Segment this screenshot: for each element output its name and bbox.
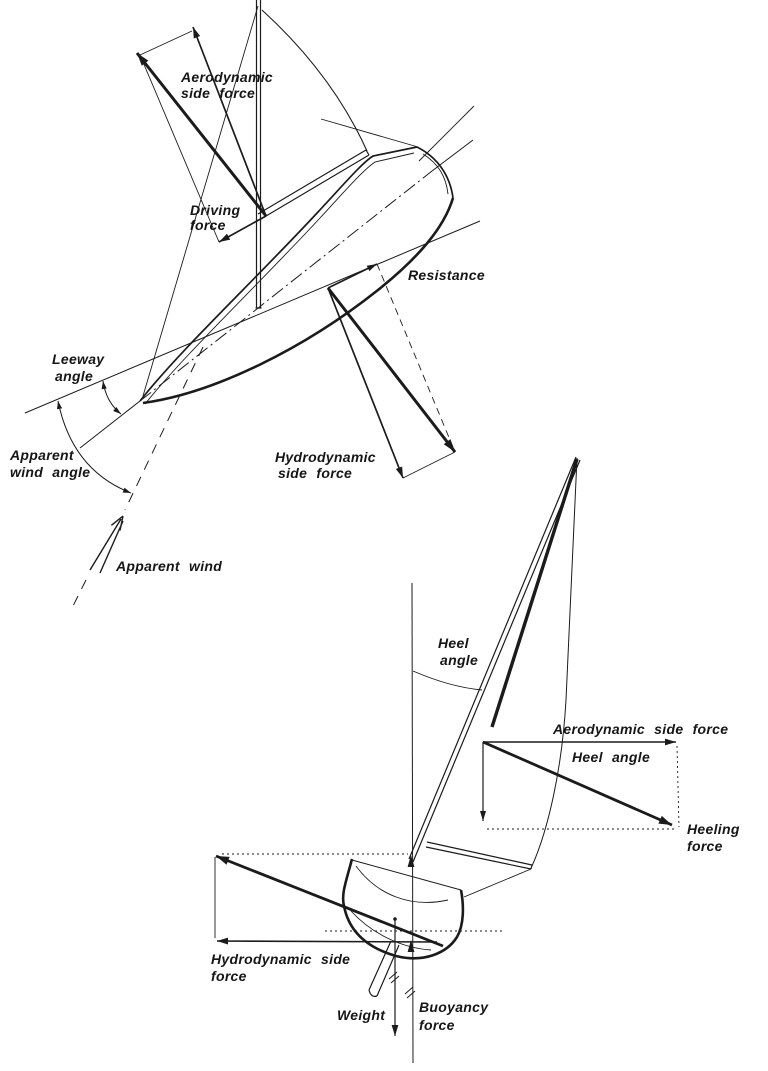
arrowhead xyxy=(395,466,403,478)
leeway-angle-arc xyxy=(102,380,122,415)
hydro-side-force-arrow-side-view xyxy=(216,940,438,943)
hull-centerline xyxy=(139,170,433,402)
mast-side-view xyxy=(408,456,581,863)
label-aerodynamic-side-force-1: Aerodynamic xyxy=(180,69,273,85)
arrowhead xyxy=(193,27,201,39)
top-view-diagram: Aerodynamic side force Driving force Res… xyxy=(9,0,485,607)
label-heeling-force-2: force xyxy=(687,838,723,854)
label-apparent-wind-angle-1: Apparent xyxy=(9,447,75,463)
rigging-line-stern xyxy=(320,118,419,148)
heel-angle-arc xyxy=(412,670,483,691)
arrowhead xyxy=(443,439,455,452)
label-buoyancy-force-2: force xyxy=(419,1017,455,1033)
hull-windward-inner-line xyxy=(144,152,415,405)
centerline-extension-stern xyxy=(431,139,474,172)
arrowhead xyxy=(113,407,121,414)
mast-top-view xyxy=(255,0,262,309)
label-buoyancy-force-1: Buoyancy xyxy=(419,999,489,1015)
arrowhead xyxy=(219,233,231,242)
deck-line xyxy=(351,859,462,891)
stern-rigging-line xyxy=(418,105,475,162)
sail-dark-band xyxy=(490,458,579,728)
mainsail-leech-side-view xyxy=(531,457,578,867)
buoyancy-arrowhead-upper xyxy=(407,855,415,867)
hull-windward-edge xyxy=(139,146,418,402)
apparent-wind-angle-arc xyxy=(57,400,132,494)
aerodynamic-side-force-arrow xyxy=(192,26,267,217)
label-leeway-angle-2: angle xyxy=(55,368,93,384)
hydro-parallelogram-side-dashed xyxy=(376,263,456,453)
hydro-parallelogram-side-bottom xyxy=(402,451,456,479)
aero-rectangle-right-dotted xyxy=(676,745,680,828)
label-weight: Weight xyxy=(337,1007,386,1023)
forestay xyxy=(142,5,259,397)
apparent-wind-line-upper xyxy=(124,346,204,511)
vertical-reference-line xyxy=(411,582,414,1064)
mainsheet xyxy=(463,868,532,898)
transom-outer xyxy=(416,146,454,199)
label-heel-angle-vector: Heel angle xyxy=(572,749,650,765)
arrowhead xyxy=(665,738,676,746)
arrowhead xyxy=(366,264,377,272)
arrowhead xyxy=(137,53,149,66)
hull-leeward-edge xyxy=(142,197,455,405)
label-heeling-force-1: Heeling xyxy=(687,821,740,837)
arrowhead xyxy=(122,487,131,493)
arrowhead xyxy=(57,401,63,410)
arrowhead xyxy=(217,937,229,945)
weight-line-break-mark xyxy=(388,971,400,984)
label-hydro-side-force-1: Hydrodynamic side xyxy=(211,951,350,967)
arrowhead xyxy=(391,1025,399,1036)
buoyancy-line-break-mark xyxy=(404,986,416,999)
heeling-force-arrow xyxy=(482,740,673,827)
apparent-wind-line-lower xyxy=(72,579,87,607)
arrowhead xyxy=(101,381,107,390)
arrowhead xyxy=(216,856,230,865)
label-leeway-angle-1: Leeway xyxy=(52,351,105,367)
course-line xyxy=(24,220,481,414)
arrowhead xyxy=(480,811,486,821)
arrowhead xyxy=(658,815,672,825)
aero-parallelogram-side-left xyxy=(139,54,220,243)
centerline-extension-bow xyxy=(79,400,141,449)
total-hydro-force-arrow-side-view xyxy=(215,854,444,948)
hull-inner-gunwale xyxy=(355,865,449,903)
label-hydro-side-force-2: force xyxy=(211,968,247,984)
buoyancy-arrowhead-lower xyxy=(407,940,415,952)
apparent-wind-arrow xyxy=(89,515,124,574)
side-view-diagram: Heel angle Aerodynamic side force Heel a… xyxy=(211,456,740,1064)
label-heel-angle-mast-1: Heel xyxy=(438,635,470,651)
hydrodynamic-side-force-arrow xyxy=(327,287,404,479)
boom-side-view xyxy=(425,841,533,870)
hull-cross-section xyxy=(341,858,465,960)
label-hydrodynamic-side-force-2: side force xyxy=(278,465,352,481)
label-resistance: Resistance xyxy=(408,267,485,283)
label-apparent-wind-angle-2: wind angle xyxy=(10,464,90,480)
label-aero-side-force-side-view: Aerodynamic side force xyxy=(552,721,728,737)
total-hydrodynamic-force-arrow xyxy=(326,287,457,453)
total-aerodynamic-force-arrow xyxy=(135,52,268,217)
hull-inner-bottom xyxy=(350,910,432,951)
mainsail-leech-top-view xyxy=(261,9,368,152)
transom-inner xyxy=(422,153,449,195)
label-driving-force-2: force xyxy=(190,217,226,233)
label-hydrodynamic-side-force-1: Hydrodynamic xyxy=(275,449,376,465)
label-driving-force-1: Driving xyxy=(190,202,240,218)
aero-parallelogram-side-top xyxy=(139,30,193,56)
label-aerodynamic-side-force-2: side force xyxy=(181,85,255,101)
label-apparent-wind: Apparent wind xyxy=(115,558,222,574)
boom-top-view xyxy=(257,149,370,220)
label-heel-angle-mast-2: angle xyxy=(440,652,478,668)
